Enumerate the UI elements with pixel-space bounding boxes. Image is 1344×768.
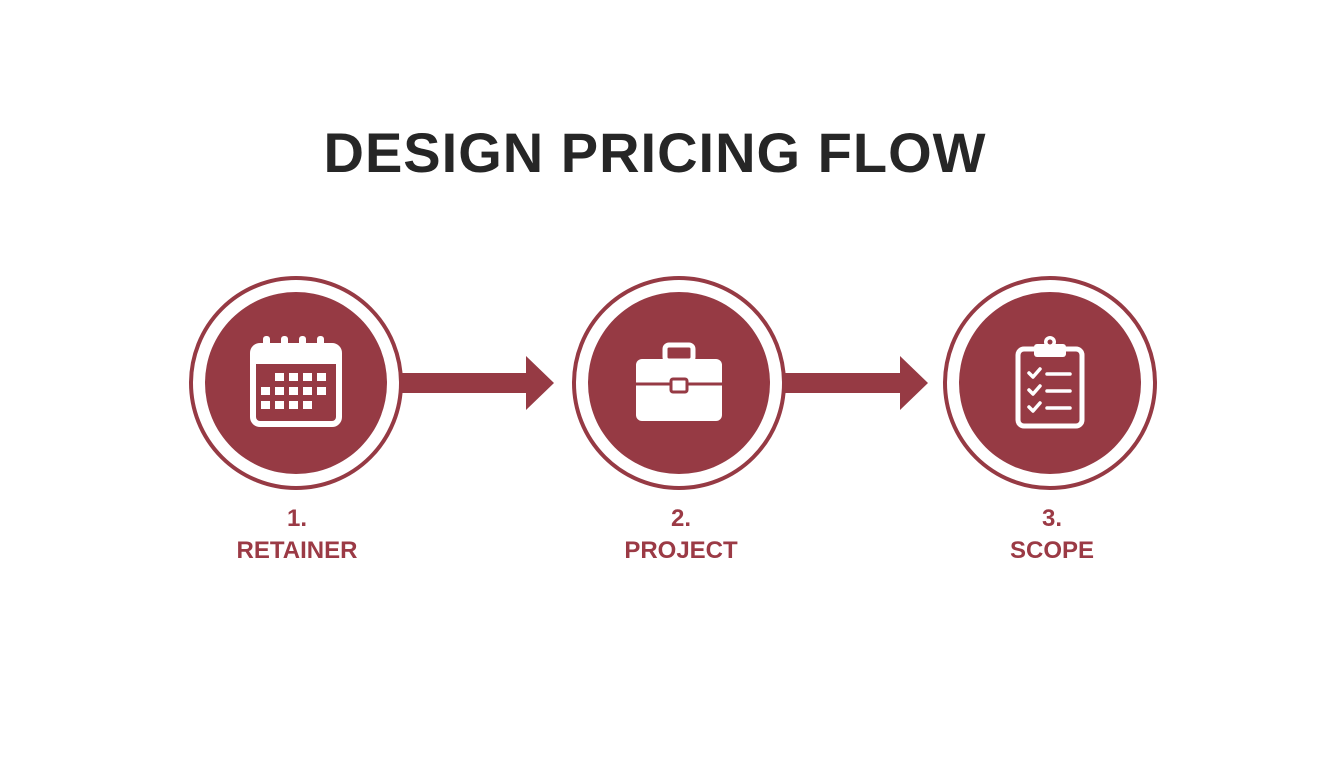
step-3-circle	[943, 276, 1157, 490]
step-3-number: 3.	[1041, 505, 1062, 532]
page-title: DESIGN PRICING FLOW	[323, 121, 987, 184]
step-2-name: PROJECT	[624, 537, 738, 564]
step-2-label: 2. PROJECT	[551, 503, 811, 567]
briefcase-icon	[636, 342, 722, 421]
step-3-name: SCOPE	[1009, 537, 1095, 564]
step-1-number: 1.	[286, 505, 307, 532]
flow-arrow-1	[402, 356, 554, 410]
step-1-circle	[189, 276, 403, 490]
calendar-icon	[250, 336, 342, 427]
step-1-label: 1. RETAINER	[167, 503, 427, 567]
step-3-label: 3. SCOPE	[922, 503, 1182, 567]
clipboard-checklist-icon	[1015, 336, 1085, 429]
flow-arrow-2	[785, 356, 928, 410]
step-1-name: RETAINER	[236, 537, 358, 564]
step-2-number: 2.	[670, 505, 691, 532]
